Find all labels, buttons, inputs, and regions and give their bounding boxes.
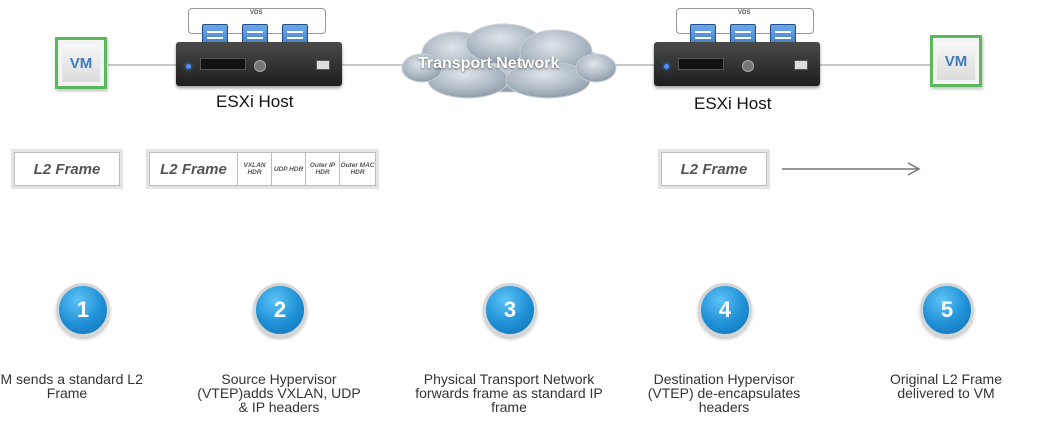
step-3-caption: Physical Transport Network forwards fram… — [415, 371, 603, 415]
l2-frame-delivered: L2 Frame — [661, 152, 767, 186]
step-1-caption: VM sends a standard L2 Frame — [0, 371, 143, 401]
cloud-label: Transport Network — [418, 55, 560, 72]
link-line-host-to-vm — [820, 64, 930, 66]
outer-ip-header-segment: Outer IP HDR — [305, 152, 339, 186]
destination-esxi-host: VDS ESXi Host — [650, 8, 820, 116]
encapsulated-l2-label: L2 Frame — [160, 160, 227, 178]
link-line-cloud-to-host — [610, 64, 654, 66]
vm-destination: VM — [930, 35, 982, 87]
vm-source: VM — [55, 37, 107, 89]
link-line-vm-to-host — [108, 64, 176, 66]
source-esxi-host: VDS ESXi Host — [174, 8, 344, 116]
step-4-caption: Destination Hypervisor (VTEP) de-encapsu… — [647, 371, 801, 415]
l2-frame-encapsulated: L2 Frame VXLAN HDR UDP HDR Outer IP HDR … — [149, 152, 376, 186]
step-1-badge: 1 — [56, 283, 110, 337]
step-2-badge: 2 — [253, 283, 307, 337]
vds-label: VDS — [250, 10, 263, 16]
vxlan-header-segment: VXLAN HDR — [237, 152, 271, 186]
vm-source-label: VM — [62, 44, 100, 82]
step-4-badge: 4 — [698, 283, 752, 337]
cloud-icon — [401, 23, 617, 99]
server-icon — [176, 42, 342, 86]
step-5-badge: 5 — [920, 283, 974, 337]
l2-frame-original: L2 Frame — [14, 152, 120, 186]
step-3-badge: 3 — [483, 283, 537, 337]
vm-destination-label: VM — [937, 42, 975, 80]
server-icon — [654, 42, 820, 86]
arrow-right-icon — [782, 162, 921, 176]
udp-header-segment: UDP HDR — [271, 152, 305, 186]
link-line-host-to-cloud — [340, 64, 410, 66]
step-2-caption: Source Hypervisor (VTEP)adds VXLAN, UDP … — [197, 371, 361, 415]
step-5-caption: Original L2 Frame delivered to VM — [889, 371, 1003, 401]
outer-mac-header-segment: Outer MAC HDR — [339, 152, 375, 186]
vds-label: VDS — [738, 10, 751, 16]
destination-host-label: ESXi Host — [694, 94, 772, 113]
source-host-label: ESXi Host — [216, 92, 294, 111]
